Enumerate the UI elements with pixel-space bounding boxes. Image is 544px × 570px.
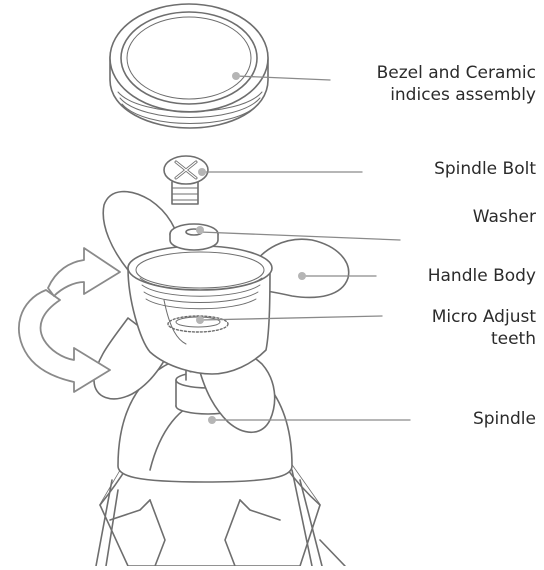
washer: [170, 224, 218, 250]
label-bezel: Bezel and Ceramic indices assembly: [377, 62, 536, 106]
dot-micro-adjust: [196, 316, 204, 324]
label-micro-line2: teeth: [432, 328, 536, 350]
label-spindle-bolt: Spindle Bolt: [434, 158, 536, 180]
label-spindle: Spindle: [473, 408, 536, 430]
dot-handle-body: [298, 272, 306, 280]
label-washer: Washer: [473, 206, 536, 228]
dot-bezel: [232, 72, 240, 80]
label-handle-body: Handle Body: [428, 265, 536, 287]
label-micro-line1: Micro Adjust: [432, 306, 536, 328]
rotation-arrows: [19, 248, 120, 392]
label-bezel-line2: indices assembly: [377, 84, 536, 106]
spindle-bolt: [164, 156, 208, 204]
dot-washer: [196, 226, 204, 234]
label-bezel-line1: Bezel and Ceramic: [377, 62, 536, 84]
label-micro-adjust: Micro Adjust teeth: [432, 306, 536, 350]
dot-spindle-bolt: [198, 168, 206, 176]
bezel: [110, 4, 268, 128]
handle-body: [94, 192, 349, 433]
dot-spindle: [208, 416, 216, 424]
